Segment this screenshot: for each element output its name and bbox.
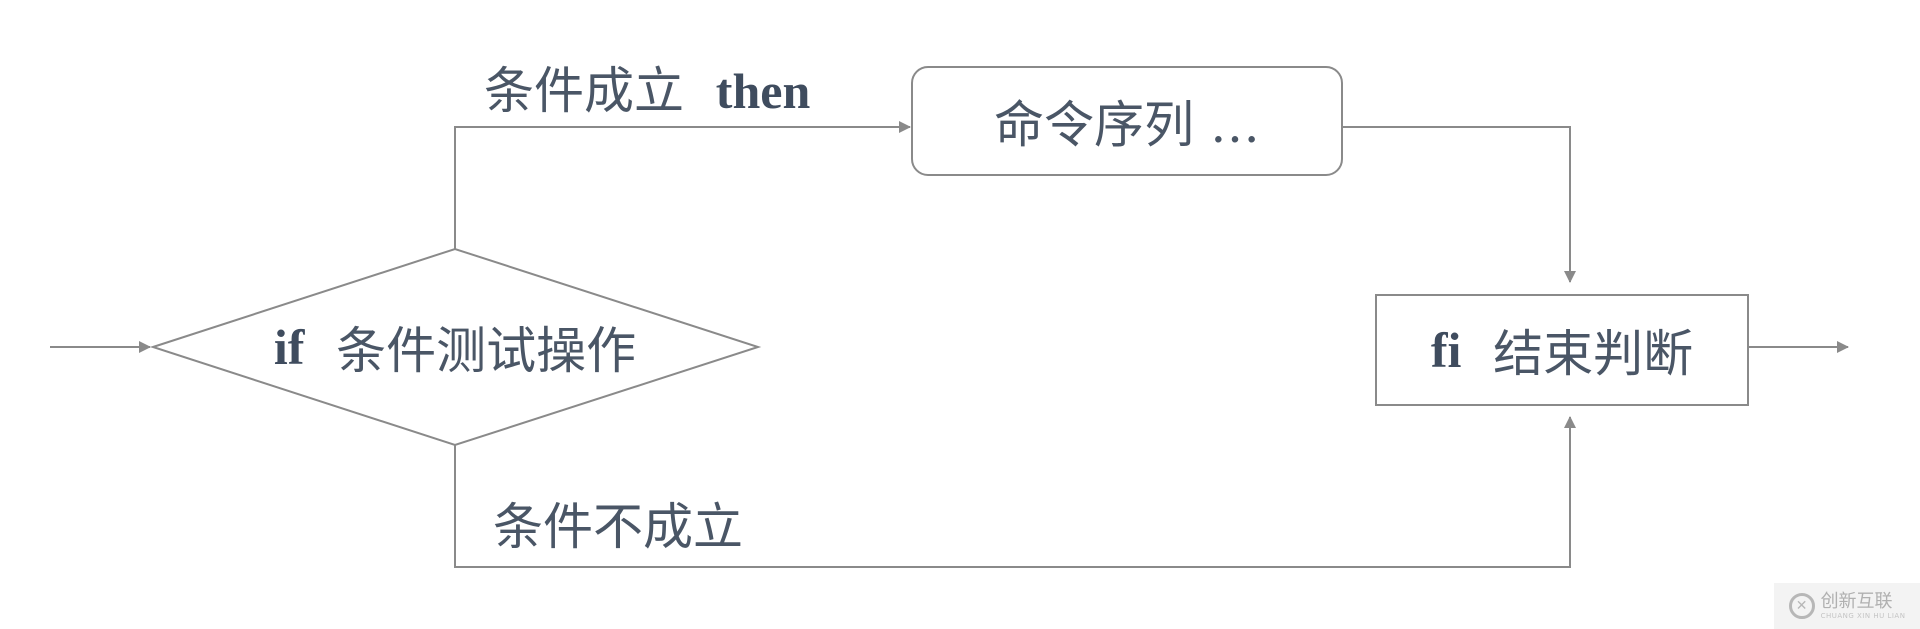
watermark: ✕ 创新互联 CHUANG XIN HU LIAN [1774, 583, 1920, 629]
else-connector [454, 416, 1576, 568]
end-text: 结束判断 [1493, 325, 1694, 383]
commands-to-end-connector [1342, 126, 1576, 283]
then-label: 条件成立 then [484, 66, 810, 116]
end-label: fi 结束判断 [1376, 295, 1748, 405]
condition-diamond [149, 247, 762, 447]
commands-text: 命令序列 … [994, 96, 1260, 154]
watermark-sub-text: CHUANG XIN HU LIAN [1820, 611, 1906, 620]
end-box [1375, 294, 1749, 406]
watermark-main-text: 创新互联 [1820, 590, 1893, 612]
condition-text: 条件测试操作 [336, 322, 637, 380]
condition-label: if 条件测试操作 [220, 300, 690, 394]
else-label-text: 条件不成立 [493, 498, 743, 556]
commands-label: 命令序列 … [912, 67, 1342, 175]
commands-box [911, 66, 1343, 176]
watermark-logo-icon: ✕ [1788, 593, 1815, 619]
then-connector [454, 121, 911, 249]
if-keyword: if [273, 319, 305, 375]
fi-keyword: fi [1430, 322, 1462, 378]
then-label-text: 条件成立 [484, 62, 684, 120]
watermark-text: 创新互联 CHUANG XIN HU LIAN [1820, 590, 1906, 620]
else-label: 条件不成立 [493, 502, 743, 552]
then-keyword: then [715, 63, 811, 119]
